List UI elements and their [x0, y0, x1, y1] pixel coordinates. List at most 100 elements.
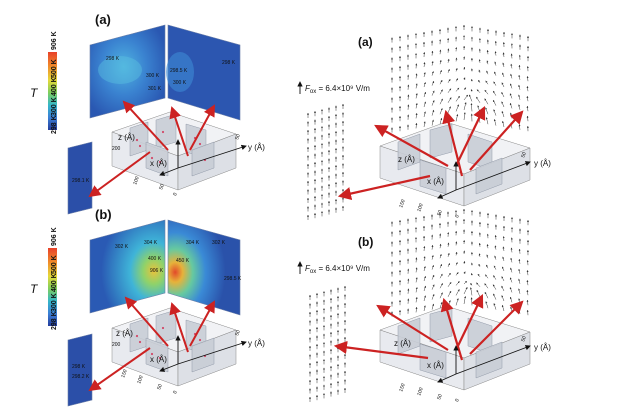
field-vector [518, 258, 521, 264]
tick-label: 50 [234, 329, 242, 336]
field-magnitude-label: Fox = 6.4×10⁹ V/m [297, 81, 370, 95]
field-vector [447, 97, 452, 103]
field-vector [485, 107, 489, 115]
colorbar-tick: 400 K [51, 77, 58, 96]
field-vector [476, 96, 481, 103]
field-vector [463, 261, 466, 265]
field-vector [470, 282, 473, 286]
axes [437, 345, 531, 383]
field-vector [439, 283, 443, 289]
heatmap-right [167, 219, 241, 316]
heat-flux-arrows [88, 296, 215, 392]
ion-markers [135, 130, 207, 164]
field-vector [485, 274, 489, 279]
field-vector [476, 89, 481, 93]
field-vector [423, 111, 426, 118]
tick-label: 0 [454, 398, 461, 403]
contour-label: 298.5 K [170, 68, 188, 74]
tick-label: 50 [234, 133, 242, 140]
contour-label: 301 K [148, 86, 162, 92]
field-vector [431, 71, 434, 76]
field-vector [439, 59, 442, 65]
field-vector [526, 95, 529, 102]
tick-label: 50 [436, 209, 444, 216]
model-walls [129, 309, 215, 373]
field-vector [518, 84, 521, 90]
field-vector [447, 290, 452, 297]
field-vector [431, 119, 434, 126]
field-vector [510, 247, 513, 253]
field-vector [423, 295, 426, 302]
field-vector [415, 73, 418, 79]
field-vector [455, 87, 460, 92]
field-subscript: ox [310, 89, 316, 95]
tick-label: 50 [158, 183, 166, 190]
colorbar-tick: 500 K [51, 255, 58, 274]
field-vector [518, 64, 521, 70]
field-vector [423, 121, 426, 128]
field-vector [439, 117, 443, 125]
field-vector [463, 66, 466, 71]
field-vector [455, 251, 458, 256]
tick-label: 100 [136, 375, 145, 385]
field-vector [415, 103, 418, 109]
field-vector [463, 287, 468, 295]
panel-label: (b) [358, 235, 373, 249]
svg-text:Fox = 6.4×10⁹ V/m: Fox = 6.4×10⁹ V/m [305, 264, 370, 275]
field-vector [455, 114, 459, 122]
colorbar-tick: 298 K [51, 115, 58, 134]
field-vector [455, 104, 459, 112]
field-vector [431, 109, 435, 116]
field-vector [431, 284, 435, 290]
axis-label-z: z (Å) [116, 329, 133, 338]
contour-label: 304 K [186, 240, 200, 246]
field-vector [415, 296, 418, 303]
field-vector [423, 256, 426, 262]
field-vector [502, 72, 505, 78]
tick-label: 200 [112, 146, 121, 152]
contour-label: 300 K [173, 80, 187, 86]
field-vector [478, 253, 481, 257]
axis-label-z: z (Å) [118, 133, 135, 142]
axis-label-z: z (Å) [398, 155, 415, 164]
field-vector [526, 76, 529, 82]
field-vector [501, 295, 505, 302]
field-vector [431, 244, 434, 250]
field-vector [415, 277, 418, 283]
field-vector [493, 303, 497, 310]
field-vector [463, 296, 467, 305]
axis-label-y: y (Å) [248, 339, 265, 348]
contour-label: 302 K [115, 244, 129, 250]
field-vector [439, 49, 442, 55]
field-vector [501, 285, 505, 292]
field-subscript: ox [310, 269, 316, 275]
field-vector [447, 69, 450, 73]
field-vector [431, 274, 435, 280]
axis-label-x: x (Å) [427, 361, 444, 370]
field-vector [502, 52, 505, 58]
colorbar: 906 K 500 K 400 K 300 K 298 K T [30, 227, 58, 330]
field-vector [486, 254, 489, 259]
field-vector [501, 304, 505, 312]
field-vector [502, 62, 505, 68]
field-vector [455, 298, 459, 306]
tick-label: 200 [112, 342, 121, 348]
field-vector [447, 252, 450, 257]
field-vector [501, 276, 505, 282]
field-vector [494, 245, 497, 250]
field-vector [431, 293, 435, 300]
field-vector [447, 281, 452, 287]
field-vector [431, 100, 435, 106]
colorbar-tick: 300 K [51, 97, 58, 116]
field-vector [469, 287, 473, 296]
field-vector [455, 57, 458, 62]
field-arrows [337, 106, 524, 201]
left-panel-a: (a) 906 K 500 K 400 K 300 K 298 K T 298 … [30, 12, 265, 215]
tick-label: 150 [120, 369, 129, 379]
field-vector [439, 70, 442, 75]
field-vector [439, 79, 443, 85]
field-vector [439, 98, 443, 105]
field-vector [455, 95, 460, 102]
field-value: = 6.4×10⁹ V/m [316, 264, 370, 273]
